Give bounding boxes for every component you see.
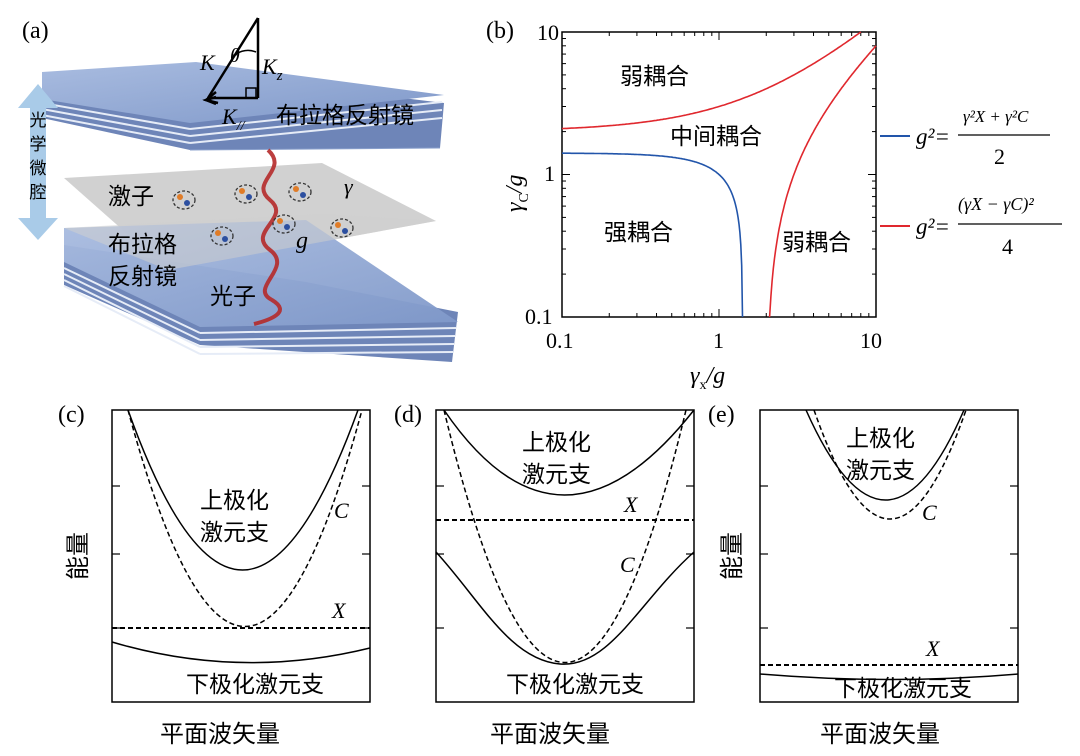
- y-axis-label: γC/g: [502, 175, 532, 212]
- exciton-label: 激子: [108, 184, 154, 210]
- K-label: K: [199, 50, 216, 75]
- y-tick-1: 1: [544, 161, 555, 186]
- panel-b-label: (b): [486, 18, 514, 44]
- panel-c-label: (c): [58, 402, 85, 428]
- legend-1-numerator: γ²X + γ²C: [963, 107, 1029, 126]
- region-weak-right: 弱耦合: [782, 230, 851, 256]
- lower-branch-e: 下极化激元支: [834, 676, 972, 702]
- y-axis-label-c: 能量: [64, 532, 92, 580]
- y-axis-label-e: 能量: [718, 532, 746, 580]
- bottom-mirror-label-1: 布拉格: [108, 232, 177, 258]
- legend-2-numerator: (γX − γC)²: [958, 194, 1034, 215]
- legend-2-lhs: g²=: [916, 214, 950, 239]
- gamma-label: γ: [344, 174, 354, 199]
- x-tick-10: 10: [860, 328, 882, 353]
- C-label-c: C: [334, 498, 349, 523]
- bottom-mirror-label-2: 反射镜: [108, 264, 177, 290]
- legend-1-lhs: g²=: [916, 124, 950, 149]
- x-axis-label: γx/g: [690, 363, 725, 393]
- upper-branch-e-2: 激元支: [846, 458, 915, 484]
- cavity-label-2: 学: [30, 135, 47, 155]
- panel-e: (e) 上极化 激元支 C X 下极化激元支 能量 平面波矢量: [708, 402, 1018, 748]
- y-tick-0.1: 0.1: [525, 304, 553, 329]
- upper-branch-c-2: 激元支: [200, 520, 269, 546]
- region-weak-top: 弱耦合: [620, 64, 689, 90]
- lower-branch-d: 下极化激元支: [506, 672, 644, 698]
- region-strong: 强耦合: [604, 220, 673, 246]
- dispersion-e-frame: [760, 410, 1018, 702]
- weak-coupling-boundary-upper: [562, 32, 861, 129]
- cavity-label-4: 腔: [30, 183, 47, 203]
- C-label-d: C: [620, 552, 635, 577]
- C-label-e: C: [922, 500, 937, 525]
- panel-a: (a) K θ Kz K// 布拉格反射镜: [18, 18, 458, 362]
- legend-2-denominator: 4: [1002, 234, 1013, 259]
- upper-branch-d-1: 上极化: [522, 430, 591, 456]
- upper-polariton-e: [806, 410, 964, 500]
- cavity-label-3: 微: [30, 159, 47, 179]
- g-coupling-label: g: [296, 228, 308, 254]
- upper-branch-e-1: 上极化: [846, 426, 915, 452]
- panel-d-label: (d): [394, 402, 422, 428]
- legend-1-denominator: 2: [994, 144, 1005, 169]
- panel-a-label: (a): [22, 18, 49, 44]
- weak-coupling-boundary-right: [770, 46, 876, 317]
- X-label-c: X: [331, 598, 347, 623]
- coupling-curves: [562, 32, 876, 317]
- lower-polariton-d: [436, 552, 694, 664]
- X-label-d: X: [623, 492, 639, 517]
- x-tick-1: 1: [713, 328, 724, 353]
- y-tick-10: 10: [537, 20, 559, 45]
- lower-polariton-c: [112, 642, 370, 663]
- x-axis-label-d: 平面波矢量: [490, 720, 610, 748]
- region-intermediate: 中间耦合: [670, 124, 762, 150]
- lower-branch-c: 下极化激元支: [186, 672, 324, 698]
- dispersion-c-frame: [112, 410, 370, 702]
- upper-branch-d-2: 激元支: [522, 462, 591, 488]
- panel-d: (d) 上极化 激元支 X C 下极化激元支 平面波矢量: [394, 402, 694, 748]
- theta-label: θ: [230, 45, 240, 67]
- x-axis-label-c: 平面波矢量: [160, 720, 280, 748]
- panel-b: (b) 10 1 0.1 0.1 1 10 γx/g γC/g 弱耦合 中间耦合…: [486, 18, 1062, 393]
- panel-e-label: (e): [708, 402, 735, 428]
- cavity-label-1: 光: [30, 111, 47, 131]
- photon-label: 光子: [210, 284, 256, 310]
- panel-c: (c) 上极化 激元支 C X 下极化激元支 能量 平面波矢量: [58, 402, 370, 748]
- x-tick-0.1: 0.1: [546, 328, 574, 353]
- x-axis-label-e: 平面波矢量: [820, 720, 940, 748]
- X-label-e: X: [925, 636, 941, 661]
- legend: g²= γ²X + γ²C 2 g²= (γX − γC)² 4: [880, 107, 1062, 259]
- cavity-photon-c: [128, 410, 362, 627]
- upper-branch-c-1: 上极化: [200, 488, 269, 514]
- top-mirror-label: 布拉格反射镜: [276, 103, 414, 129]
